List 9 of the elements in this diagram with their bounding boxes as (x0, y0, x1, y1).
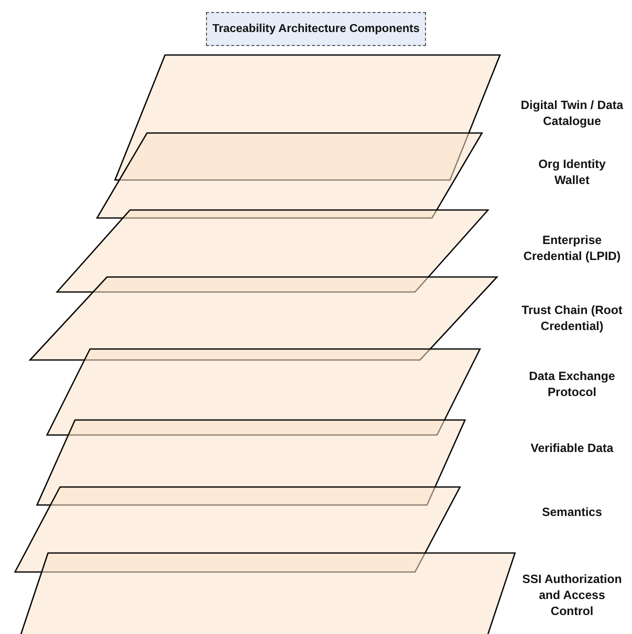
layer-label: Data Exchange Protocol (528, 368, 616, 400)
layer-label: Verifiable Data (530, 440, 614, 456)
layer-label: SSI Authorization and Access Control (521, 570, 623, 620)
layer-label: Semantics (540, 504, 604, 520)
layer-label: Trust Chain (Root Credential) (520, 302, 624, 334)
layer-label: Digital Twin / Data Catalogue (520, 97, 624, 130)
layer-label: Org Identity Wallet (537, 156, 607, 188)
layer-label: Enterprise Credential (LPID) (522, 232, 622, 264)
diagram-title: Traceability Architecture Components (206, 12, 426, 46)
